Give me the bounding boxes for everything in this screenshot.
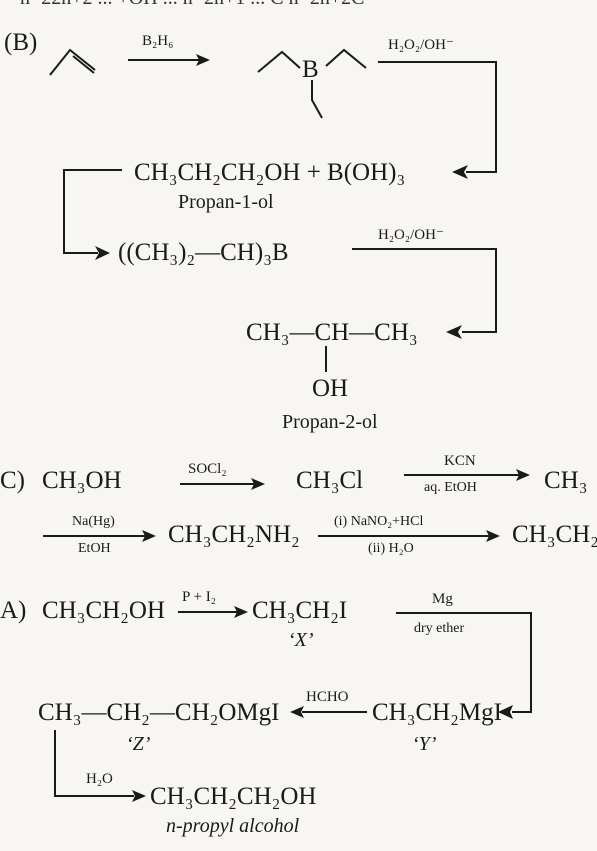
borane-lower-arm <box>311 80 323 119</box>
cyanide-cut: CH₃ <box>544 467 588 494</box>
reagent-water-ii: (ii) H₂O <box>368 541 414 556</box>
propene-double-bond <box>72 55 95 74</box>
reagent-dry-ether: dry ether <box>414 621 465 636</box>
ethylamine: CH₃CH₂NH₂ <box>168 521 300 548</box>
reagent-aq-etoh: aq. EtOH <box>424 480 477 495</box>
propene-skeletal <box>49 48 96 76</box>
reagent-kcn: KCN <box>444 453 476 469</box>
oxidation-bracket-2 <box>352 248 497 333</box>
reagent-mg: Mg <box>432 591 453 607</box>
triisopropylborane: ((CH₃)₂—CH)₃B <box>118 239 289 266</box>
ethanol-start: CH₃CH₂OH <box>42 597 165 624</box>
oxidation-bracket-1 <box>378 61 497 173</box>
reagent-socl2: SOCl₂ <box>188 461 227 477</box>
methanol: CH₃OH <box>42 467 122 494</box>
label-y: ‘Y’ <box>412 733 437 755</box>
propan-2-ol-formula: CH₃—CH—CH₃ <box>246 319 418 346</box>
n-propyl-alcohol-name: n-propyl alcohol <box>166 815 300 837</box>
reagent-b2h6: B₂H₆ <box>142 33 174 49</box>
cropped-top-line: n−22n+2 ... +OH ... n−2n+1 ... C n−2n+2C <box>20 0 365 8</box>
label-x: ‘X’ <box>288 629 314 651</box>
borane-left-arm <box>257 50 301 73</box>
n-propanol: CH₃CH₂CH₂OH <box>150 783 317 810</box>
boron-atom: B <box>302 56 319 83</box>
h2o-bracket <box>54 730 134 797</box>
compound-x: CH₃CH₂I <box>252 597 348 624</box>
compound-y: CH₃CH₂MgI <box>372 699 502 726</box>
loop-bracket-left <box>63 169 122 254</box>
propan-1-ol-product: CH₃CH₂CH₂OH + B(OH)₃ <box>134 159 406 186</box>
section-a-label: A) <box>0 597 27 624</box>
label-z: ‘Z’ <box>126 733 151 755</box>
borane-right-arm <box>325 48 367 69</box>
ethanol-cut: CH₃CH₂ <box>512 521 597 548</box>
section-c-label: C) <box>0 467 25 494</box>
propan-1-ol-name: Propan-1-ol <box>178 191 274 213</box>
propan-2-ol-name: Propan-2-ol <box>282 411 378 433</box>
methyl-chloride: CH₃Cl <box>296 467 364 494</box>
reagent-etoh: EtOH <box>78 541 111 556</box>
reagent-hcho: HCHO <box>306 689 349 705</box>
compound-z: CH₃—CH₂—CH₂OMgI <box>38 699 280 726</box>
propan-2-ol-oh: OH <box>312 375 349 402</box>
reagent-water: H₂O <box>86 771 113 787</box>
reagent-h2o2-1: H₂O₂/OH⁻ <box>388 37 454 53</box>
mg-bracket <box>396 612 532 713</box>
section-b-label: (B) <box>4 29 38 56</box>
reagent-nahg: Na(Hg) <box>72 514 115 529</box>
reagent-h2o2-2: H₂O₂/OH⁻ <box>378 227 444 243</box>
reagent-nano2-hcl: (i) NaNO₂+HCl <box>334 514 424 529</box>
reagent-p-i2: P + I₂ <box>182 589 216 605</box>
